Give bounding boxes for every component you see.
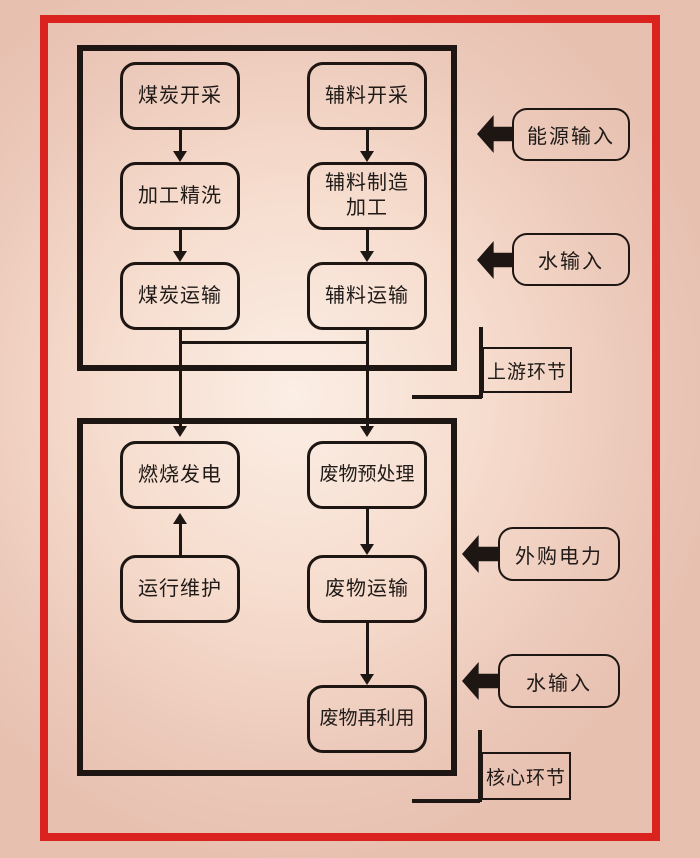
red-frame bbox=[40, 15, 660, 841]
arrow-coal-mining-to-washing bbox=[178, 130, 182, 151]
node-aux-material-mining: 辅料开采 bbox=[307, 62, 427, 130]
side-label: 外购电力 bbox=[515, 545, 603, 568]
node-label: 煤炭运输 bbox=[138, 284, 222, 307]
section-label: 核心环节 bbox=[485, 767, 566, 789]
node-waste-reuse: 废物再利用 bbox=[307, 685, 427, 753]
node-label: 废物运输 bbox=[325, 577, 409, 600]
node-label: 运行维护 bbox=[138, 577, 222, 600]
node-label: 辅料开采 bbox=[325, 84, 409, 107]
arrow-manufacturing-to-aux-transport bbox=[365, 230, 369, 251]
node-label: 加工精洗 bbox=[138, 184, 222, 207]
arrow-washing-to-coal-transport bbox=[178, 230, 182, 251]
node-aux-material-transport: 辅料运输 bbox=[307, 262, 427, 330]
node-waste-transport: 废物运输 bbox=[307, 555, 427, 623]
core-bracket-horizontal-line bbox=[412, 799, 480, 803]
node-processing-washing: 加工精洗 bbox=[120, 162, 240, 230]
label-purchased-electricity: 外购电力 bbox=[498, 527, 620, 581]
label-water-input-upstream: 水输入 bbox=[512, 233, 630, 286]
node-combustion-power-generation: 燃烧发电 bbox=[120, 441, 240, 509]
core-section-box bbox=[77, 418, 457, 776]
node-waste-pretreatment: 废物预处理 bbox=[307, 441, 427, 509]
upstream-bracket-horizontal-line bbox=[412, 395, 482, 399]
node-label: 辅料运输 bbox=[325, 284, 409, 307]
node-label: 燃烧发电 bbox=[138, 463, 222, 486]
connector-line-between-columns bbox=[178, 341, 369, 344]
arrow-coal-transport-to-power-generation bbox=[178, 330, 182, 426]
label-water-input-core: 水输入 bbox=[498, 654, 620, 708]
arrow-waste-transport-to-waste-reuse bbox=[365, 623, 369, 674]
arrow-pretreatment-to-waste-transport bbox=[365, 509, 369, 544]
upstream-section-box bbox=[77, 45, 457, 371]
arrow-aux-mining-to-manufacturing bbox=[365, 130, 369, 151]
node-operation-maintenance: 运行维护 bbox=[120, 555, 240, 623]
section-label: 上游环节 bbox=[486, 361, 567, 383]
label-energy-input: 能源输入 bbox=[512, 108, 630, 161]
node-label: 废物再利用 bbox=[319, 708, 415, 730]
core-bracket-vertical-line bbox=[478, 730, 482, 802]
node-aux-material-manufacturing: 辅料制造 加工 bbox=[307, 162, 427, 230]
node-label: 煤炭开采 bbox=[138, 84, 222, 107]
side-label: 能源输入 bbox=[527, 126, 615, 148]
side-label: 水输入 bbox=[526, 672, 592, 695]
node-label-line1: 辅料制造 bbox=[325, 172, 409, 194]
node-label: 废物预处理 bbox=[319, 464, 415, 486]
upstream-bracket-vertical-line bbox=[479, 327, 483, 398]
node-coal-transport: 煤炭运输 bbox=[120, 262, 240, 330]
node-label-line2: 加工 bbox=[346, 197, 388, 219]
label-core-section: 核心环节 bbox=[481, 752, 571, 800]
node-coal-mining: 煤炭开采 bbox=[120, 62, 240, 130]
label-upstream-section: 上游环节 bbox=[482, 347, 572, 393]
side-label: 水输入 bbox=[538, 251, 604, 273]
arrow-maintenance-to-power-generation bbox=[178, 524, 182, 555]
arrow-aux-transport-to-waste-pretreatment bbox=[365, 330, 369, 426]
